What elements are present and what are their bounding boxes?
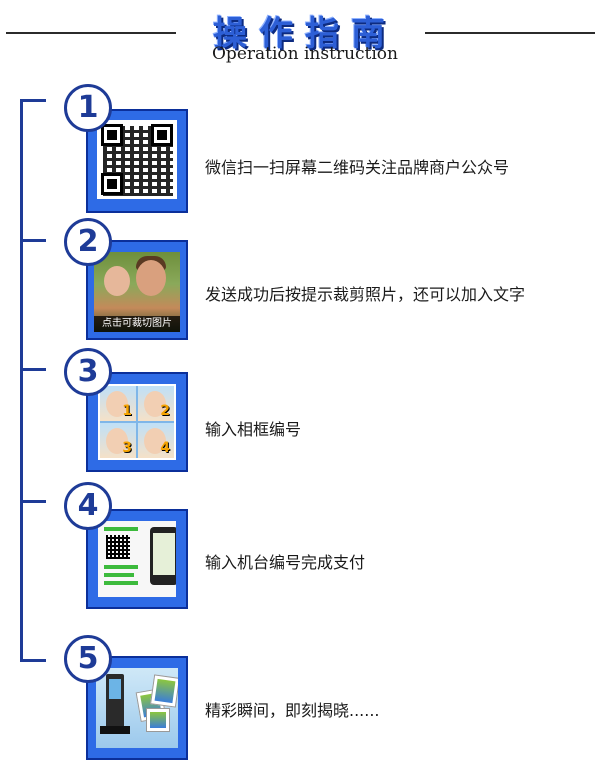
kiosk-scene <box>96 668 178 748</box>
bracket-tick-4 <box>20 500 46 503</box>
step-4-number: 4 <box>64 482 112 530</box>
frame-number: 2 <box>160 403 170 419</box>
bracket-tick-3 <box>20 368 46 371</box>
step-4-text: 输入机台编号完成支付 <box>205 553 366 572</box>
step-5-text: 精彩瞬间，即刻揭晓...... <box>205 701 380 720</box>
title-divider-right <box>425 32 595 34</box>
step-5-image <box>86 656 188 760</box>
page-subtitle: Operation instruction <box>212 44 398 64</box>
bracket-tick-5 <box>20 659 46 662</box>
header: 操作指南 Operation instruction <box>0 0 600 80</box>
kiosk-icon <box>106 674 124 730</box>
phone-icon <box>150 527 176 585</box>
step-2-image: 点击可裁切图片 <box>86 240 188 340</box>
frame-number: 3 <box>122 440 132 456</box>
frame-grid: 1 2 3 4 <box>100 386 174 458</box>
step-2-number: 2 <box>64 218 112 266</box>
step-1-text: 微信扫一扫屏幕二维码关注品牌商户公众号 <box>205 158 510 177</box>
step-3-number: 3 <box>64 348 112 396</box>
step-1-number: 1 <box>64 84 112 132</box>
frame-number: 1 <box>122 403 132 419</box>
step-5-number: 5 <box>64 635 112 683</box>
steps-bracket <box>20 99 23 662</box>
step-4-image <box>86 509 188 609</box>
frame-number: 4 <box>160 440 170 456</box>
bracket-tick-2 <box>20 239 46 242</box>
step-1-image <box>86 109 188 213</box>
step-3-text: 输入相框编号 <box>205 420 302 439</box>
page-title: 操作指南 <box>213 14 397 54</box>
step-2-text: 发送成功后按提示裁剪照片，还可以加入文字 <box>205 285 526 304</box>
title-divider-left <box>6 32 176 34</box>
payment-qr-icon <box>106 535 130 559</box>
bracket-tick-1 <box>20 99 46 102</box>
step-3-image: 1 2 3 4 <box>86 372 188 472</box>
crop-caption: 点击可裁切图片 <box>94 316 180 332</box>
